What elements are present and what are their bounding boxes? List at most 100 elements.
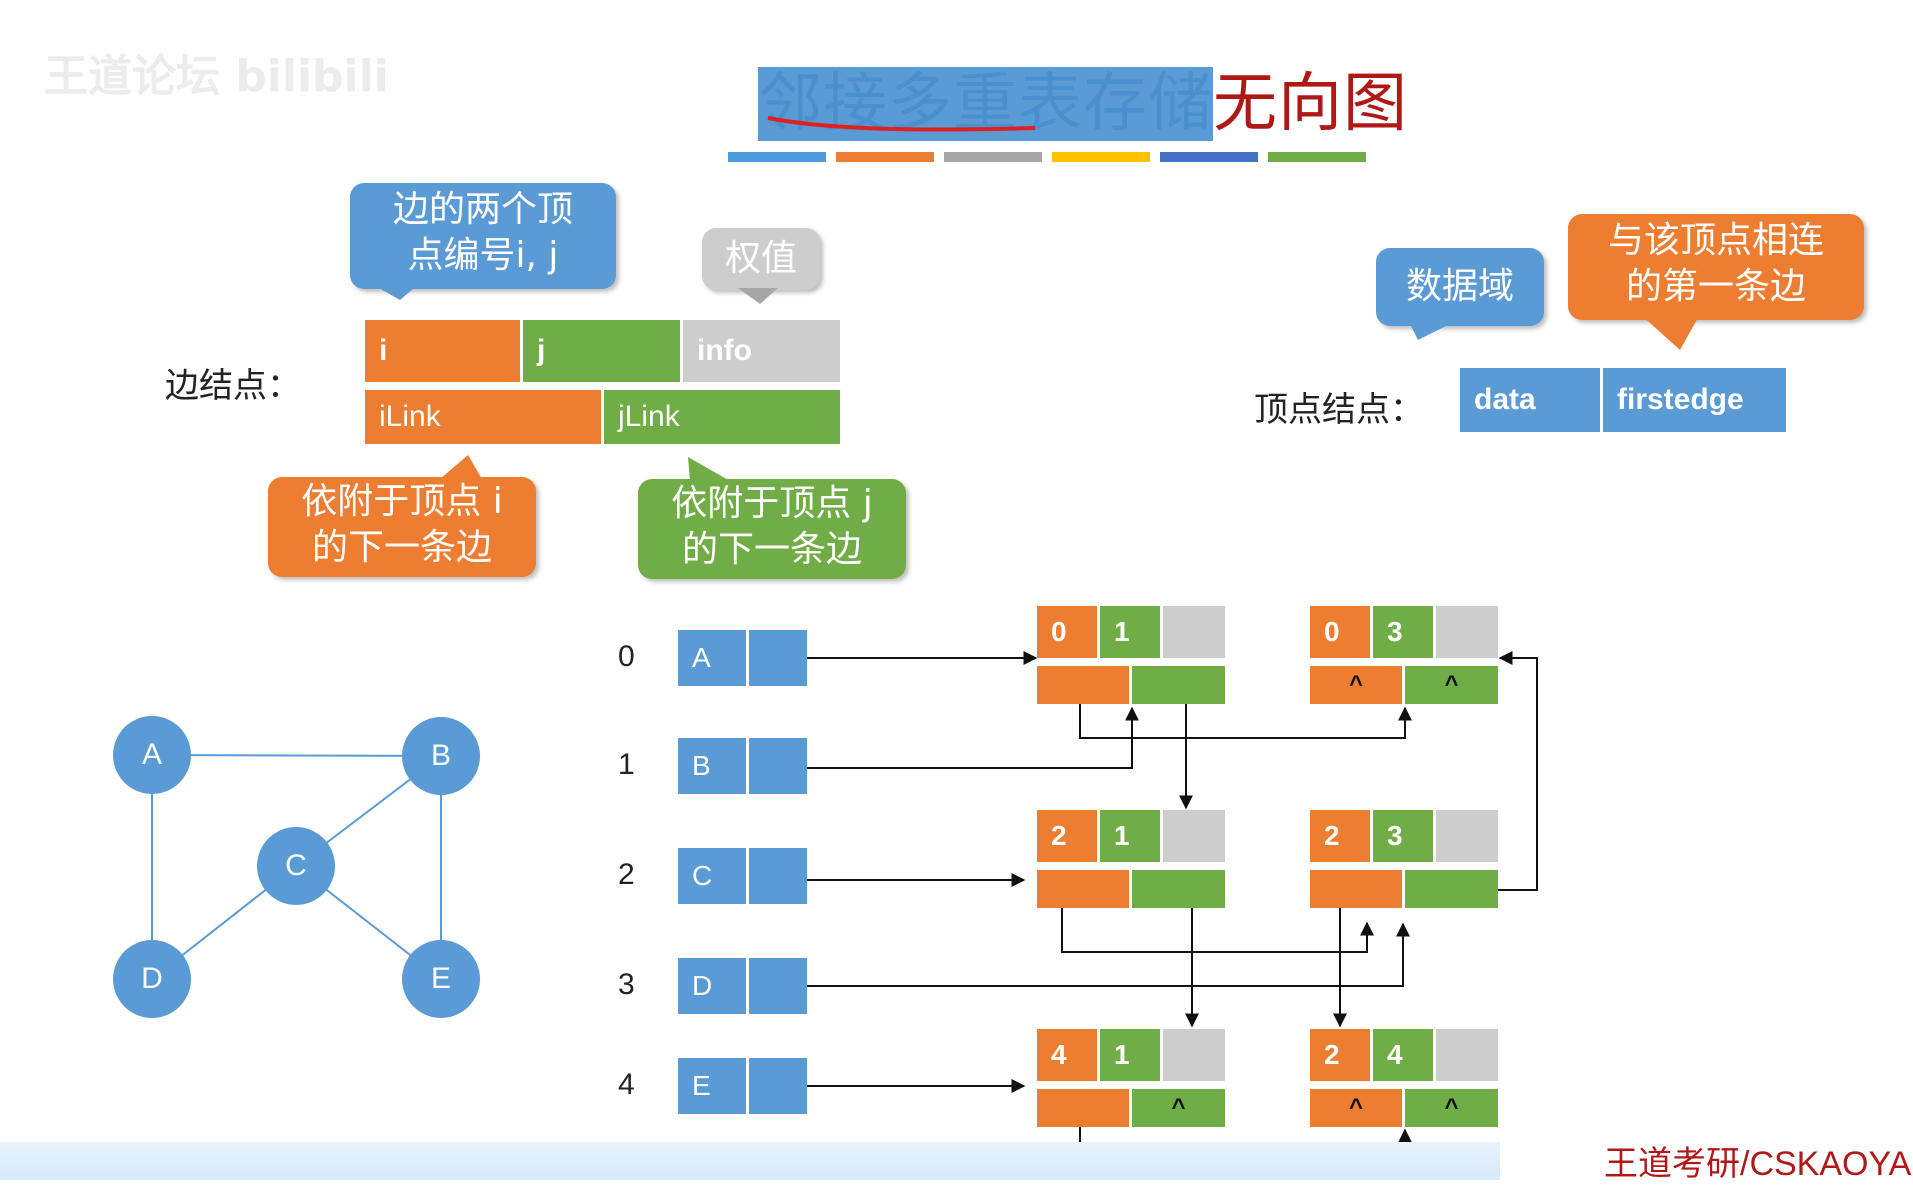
pointer-arrow — [792, 706, 1139, 769]
edge-node-info — [1436, 606, 1498, 658]
edge-field-jlink: jLink — [604, 390, 840, 444]
bubble-firstedge: 与该顶点相连的第一条边 — [1568, 214, 1864, 320]
legend-bar-segment — [1052, 152, 1150, 162]
legend-bar-segment — [944, 152, 1042, 162]
bubble-firstedge-text: 与该顶点相连的第一条边 — [1607, 220, 1824, 307]
edge-node-jlink — [1132, 666, 1225, 704]
page-title: 邻接多重表存储无向图 — [758, 52, 1408, 144]
edge-node-jlink: ^ — [1405, 666, 1498, 704]
graph-edge — [151, 754, 442, 757]
edge-node-ilink-text: ^ — [1348, 671, 1363, 698]
title-part1: 邻接多重表存储 — [758, 67, 1213, 141]
vertex-field-data-text: data — [1474, 383, 1536, 416]
edge-node-ilink: ^ — [1310, 1089, 1402, 1127]
edge-node-i-text: 2 — [1051, 820, 1067, 851]
edge-node-info — [1436, 1029, 1498, 1081]
legend-bar-segment — [728, 152, 826, 162]
edge-node-jlink-text: ^ — [1444, 671, 1459, 698]
vertex-table-data-text: E — [692, 1070, 711, 1101]
bubble-data-field-text: 数据域 — [1405, 266, 1514, 307]
graph-vertex: D — [113, 940, 191, 1018]
edge-node-j: 1 — [1100, 810, 1160, 862]
vertex-table-firstedge-cell — [749, 738, 807, 794]
graph-vertex: E — [402, 940, 480, 1018]
pointer-arrow — [1079, 686, 1412, 739]
vertex-index: 2 — [618, 858, 635, 891]
edge-node-j: 1 — [1100, 606, 1160, 658]
edge-node-ilink — [1037, 1089, 1129, 1127]
bubble-tail — [688, 457, 730, 481]
bubble-data-field: 数据域 — [1376, 248, 1544, 326]
bubble-edge-vertices-text: 边的两个顶点编号i, j — [392, 189, 573, 276]
bubble-tail — [440, 455, 482, 479]
vertex-table-firstedge-cell — [749, 848, 807, 904]
vertex-table-data-text: C — [692, 860, 713, 891]
title-underline — [767, 116, 1036, 132]
pointer-arrow — [792, 922, 1410, 987]
edge-node-j: 1 — [1100, 1029, 1160, 1081]
edge-node-i: 0 — [1310, 606, 1370, 658]
graph-vertex: C — [257, 827, 335, 905]
edge-node-i: 2 — [1310, 1029, 1370, 1081]
vertex-table-firstedge-cell — [749, 630, 807, 686]
edge-node-j-text: 3 — [1387, 616, 1403, 647]
edge-node-jlink — [1405, 870, 1498, 908]
graph-vertex-label: A — [141, 738, 162, 771]
edge-node-j-text: 1 — [1114, 616, 1130, 647]
bubble-weight-text: 权值 — [724, 238, 797, 279]
edge-node-i-text: 0 — [1051, 616, 1067, 647]
vertex-table-data-cell: D — [678, 958, 746, 1014]
legend-bar-segment — [1160, 152, 1258, 162]
vertex-field-data: data — [1460, 368, 1600, 432]
edge-field-i-text: i — [379, 334, 388, 367]
edge-node-info — [1436, 810, 1498, 862]
vertex-node-label: 顶点结点： — [1254, 390, 1424, 430]
bubble-tail — [1640, 314, 1700, 350]
graph-vertex-label: C — [285, 849, 307, 882]
vertex-table-data-text: D — [692, 970, 713, 1001]
footer-wave — [0, 1142, 1500, 1180]
edge-node-jlink-text: ^ — [1171, 1094, 1186, 1121]
edge-field-i: i — [365, 320, 520, 382]
edge-node-i: 4 — [1037, 1029, 1097, 1081]
graph-vertex: B — [402, 717, 480, 795]
edge-node-ilink — [1037, 870, 1129, 908]
edge-node-j-text: 1 — [1114, 1039, 1130, 1070]
edge-node-i: 0 — [1037, 606, 1097, 658]
vertex-table-data-cell: A — [678, 630, 746, 686]
watermark: 王道论坛 bilibili — [44, 51, 389, 102]
edge-node-ilink-text: ^ — [1348, 1094, 1363, 1121]
legend-bar-segment — [836, 152, 934, 162]
pointer-arrow — [1061, 892, 1374, 953]
color-legend-bar — [728, 152, 1368, 162]
edge-node-j: 3 — [1373, 606, 1433, 658]
pointer-arrow — [1462, 651, 1538, 891]
bubble-tail — [370, 283, 420, 300]
legend-bar-segment — [1268, 152, 1366, 162]
title-part2: 无向图 — [1213, 67, 1408, 141]
edge-node-jlink-text: ^ — [1444, 1094, 1459, 1121]
vertex-table-data-cell: E — [678, 1058, 746, 1114]
edge-field-info: info — [683, 320, 840, 382]
vertex-table-data-text: A — [692, 642, 711, 673]
bubble-tail — [738, 288, 778, 304]
bubble-ilink: 依附于顶点 i 的下一条边 — [268, 477, 536, 577]
graph-vertex: A — [113, 716, 191, 794]
edge-node-label: 边结点： — [165, 366, 301, 406]
edge-node-i: 2 — [1310, 810, 1370, 862]
edge-node-info — [1163, 810, 1225, 862]
graph-vertex-label: E — [430, 962, 451, 995]
vertex-table-firstedge-cell — [749, 1058, 807, 1114]
edge-node-info — [1163, 606, 1225, 658]
edge-node-j: 3 — [1373, 810, 1433, 862]
edge-node-ilink: ^ — [1310, 666, 1402, 704]
vertex-index: 1 — [618, 748, 635, 781]
edge-field-ilink-text: iLink — [379, 400, 441, 433]
edge-node-ilink — [1037, 666, 1129, 704]
edge-node-jlink — [1132, 870, 1225, 908]
footer-credit: 王道考研/CSKAOYA — [1604, 1145, 1912, 1183]
vertex-index: 4 — [618, 1068, 635, 1101]
vertex-table-data-cell: B — [678, 738, 746, 794]
edge-node-i-text: 2 — [1324, 820, 1340, 851]
